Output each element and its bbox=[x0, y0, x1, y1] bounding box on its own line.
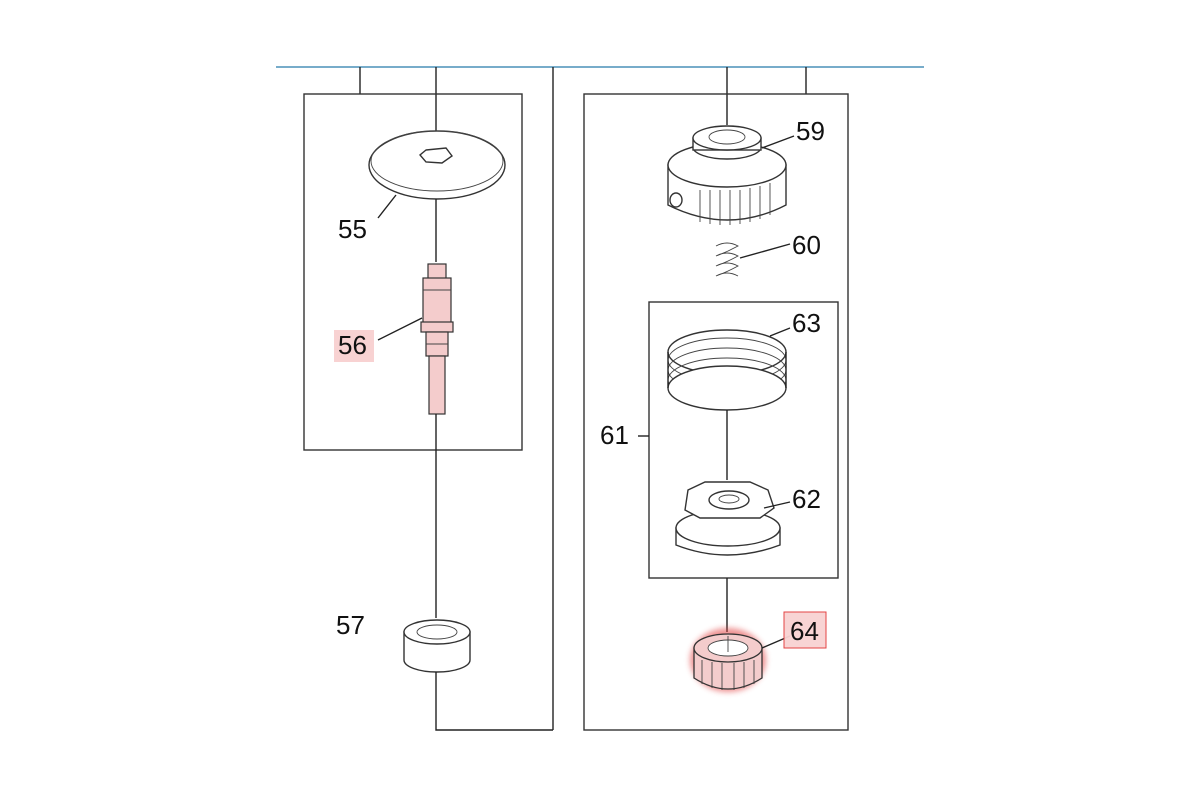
label-56-highlight bbox=[334, 330, 374, 362]
label-56: 56 bbox=[338, 330, 367, 360]
part-63-ring bbox=[667, 329, 787, 411]
label-63: 63 bbox=[792, 308, 821, 338]
part-60-spring bbox=[715, 242, 739, 277]
part-56-shaft bbox=[420, 263, 454, 415]
part-62-spool bbox=[675, 481, 781, 556]
part-59-cap bbox=[667, 125, 787, 225]
label-64: 64 bbox=[790, 616, 819, 646]
connector-lines bbox=[359, 67, 807, 730]
part-55-disc bbox=[368, 130, 506, 200]
label-57: 57 bbox=[336, 610, 365, 640]
label-60: 60 bbox=[792, 230, 821, 260]
label-61: 61 bbox=[600, 420, 629, 450]
part-57-bushing bbox=[403, 619, 471, 673]
left-group-box bbox=[303, 93, 523, 451]
label-59: 59 bbox=[796, 116, 825, 146]
label-64-highlight bbox=[783, 611, 827, 649]
label-55: 55 bbox=[338, 214, 367, 244]
right-group-box bbox=[583, 93, 849, 731]
label-62: 62 bbox=[792, 484, 821, 514]
part-64-knob bbox=[690, 628, 766, 692]
group-61-box bbox=[648, 301, 839, 579]
